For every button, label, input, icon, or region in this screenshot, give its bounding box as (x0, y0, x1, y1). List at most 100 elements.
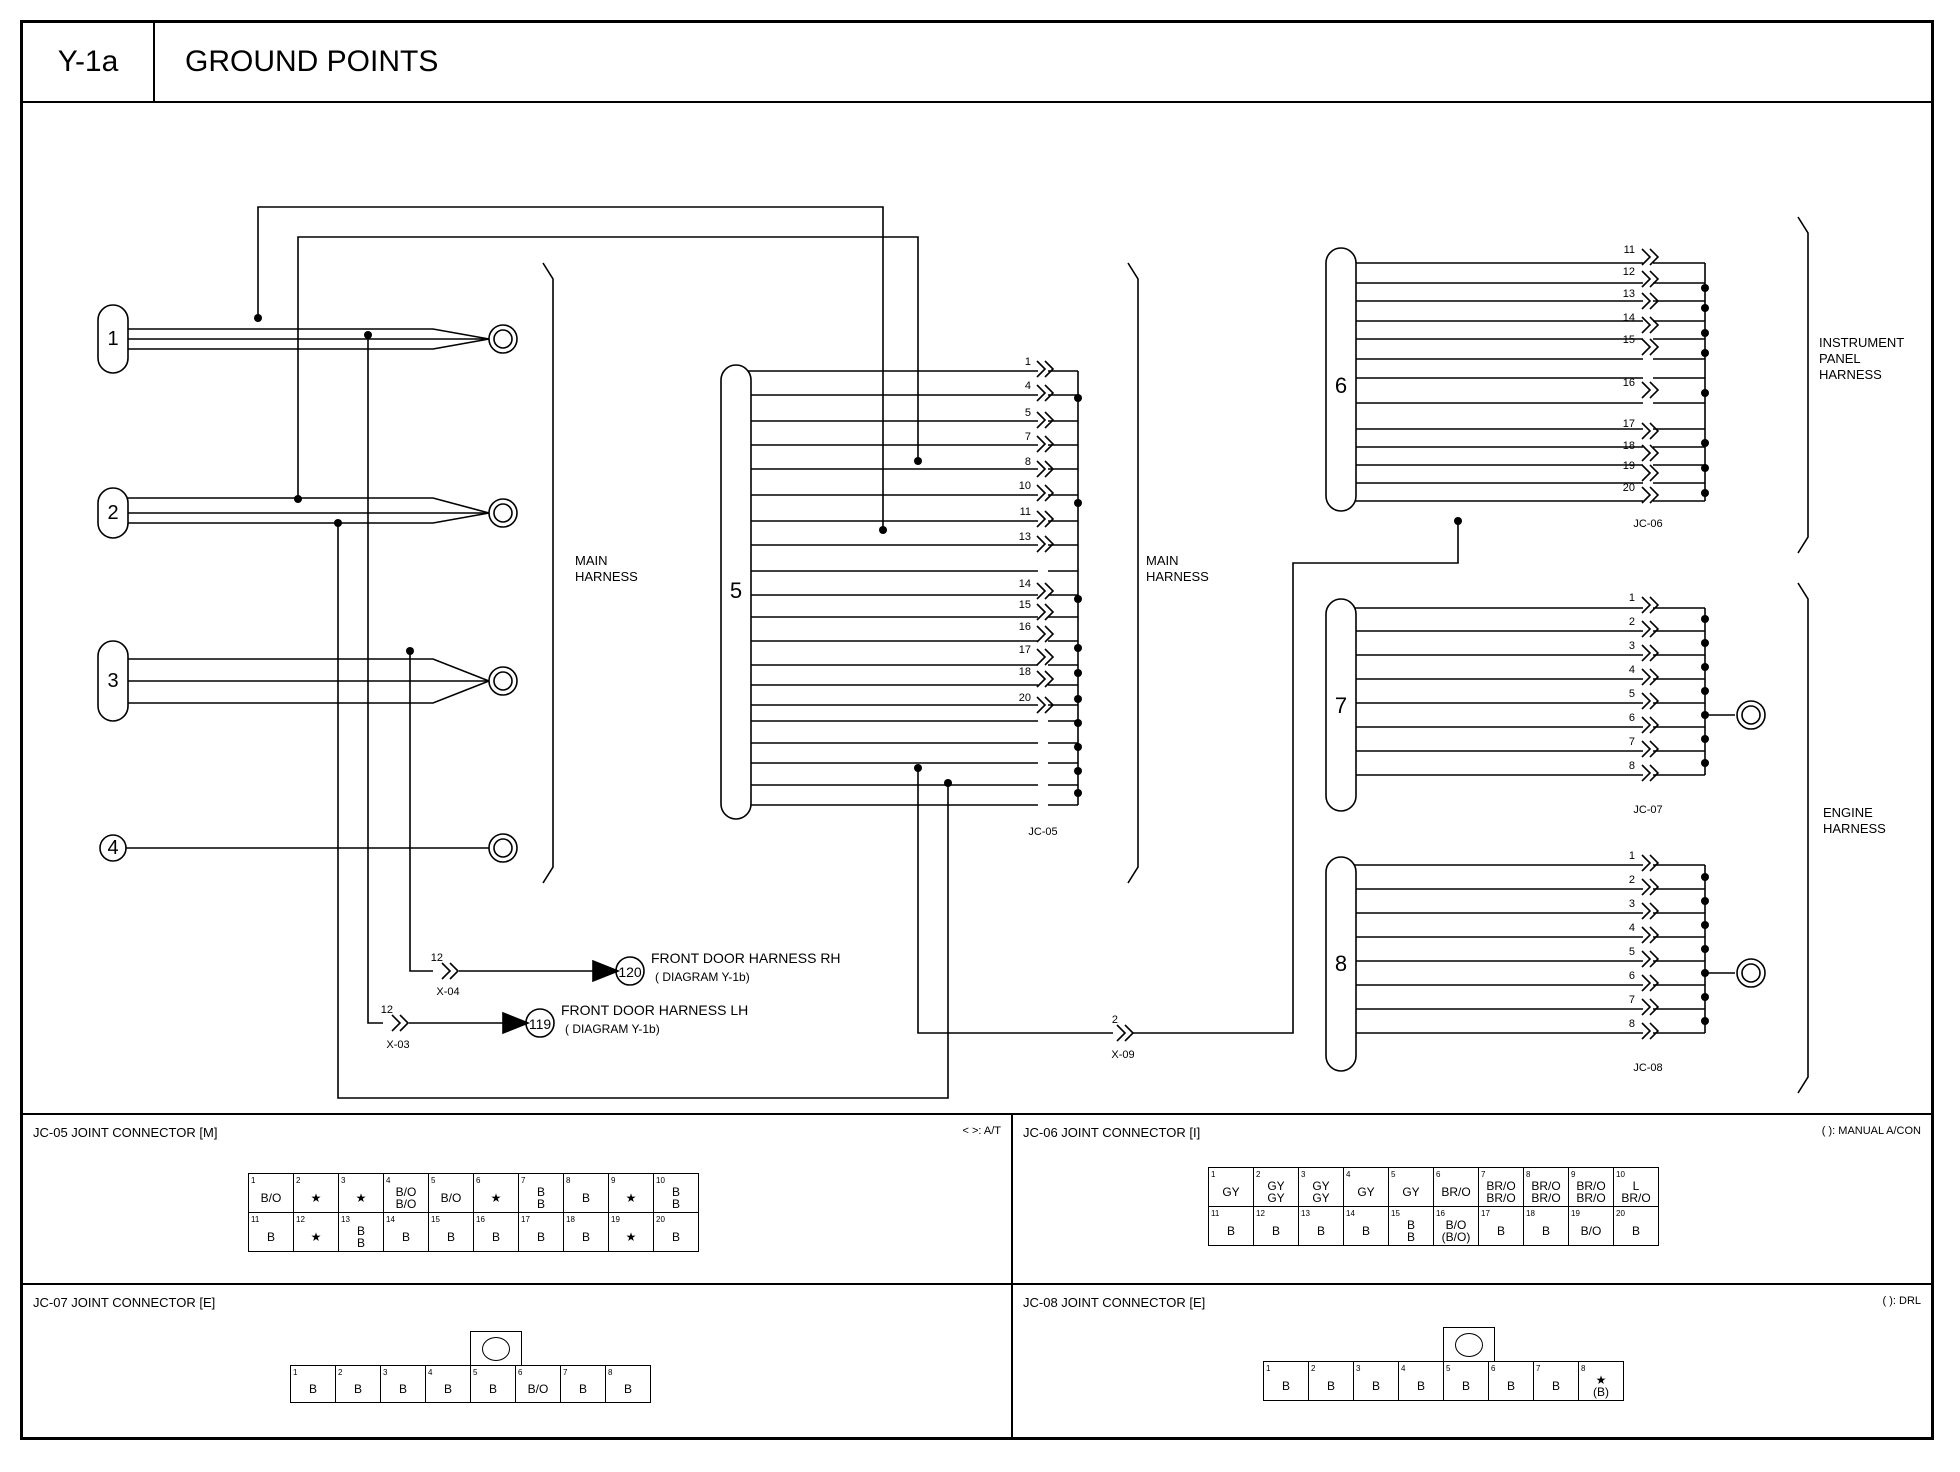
ground-point-icon (493, 329, 513, 349)
splice-dot (1454, 517, 1462, 525)
pin-number: 2 (296, 1176, 301, 1185)
panel-jc06-legend: ( ): MANUAL A/CON (1821, 1125, 1921, 1137)
connector-pin-chevron (441, 962, 460, 980)
pin-number: 18 (1623, 440, 1635, 452)
pin-number: 15 (1019, 599, 1031, 611)
connector-pin-chevron (1036, 582, 1055, 600)
connector-pin-chevron (1641, 422, 1660, 440)
pin-wire-color: B (1416, 1379, 1425, 1393)
reference-circle-icon (525, 1008, 555, 1038)
pin-wire-color: L BR/O (1621, 1179, 1651, 1205)
pin-wire-color: ★ (310, 1191, 322, 1205)
pin-number: 17 (1623, 418, 1635, 430)
destination-sublabel: ( DIAGRAM Y-1b) (565, 1022, 660, 1036)
pin-wire-color: GY (1357, 1185, 1375, 1199)
connector-pin-chevron (1641, 316, 1660, 334)
ground-point-icon (1741, 963, 1761, 983)
pin-number: 13 (1019, 531, 1031, 543)
connector-pin-chevron (1116, 1024, 1135, 1042)
pin-number: 18 (1019, 666, 1031, 678)
connector-pin-chevron (1641, 668, 1660, 686)
pin-number: 6 (518, 1368, 523, 1377)
pin-wire-color: B (1461, 1379, 1470, 1393)
wire (113, 658, 490, 682)
pin-wire-color: GY (1222, 1185, 1240, 1199)
ground-point-icon (488, 833, 518, 863)
connector-pin-chevron (1641, 338, 1660, 356)
pin-wire-color: B B (1406, 1218, 1415, 1244)
ground-point-icon (1736, 700, 1766, 730)
pin-number: 7 (563, 1368, 568, 1377)
splice-dot (1074, 789, 1082, 797)
pin-wire-color: GY GY (1267, 1179, 1285, 1205)
connector-number: 6 (1335, 373, 1347, 398)
connector-pin-chevron (1641, 878, 1660, 896)
pin-number: 3 (383, 1368, 388, 1377)
pin-number: 20 (1623, 482, 1635, 494)
pin-wire-color: B B (536, 1185, 545, 1211)
pin-wire-color: B (1551, 1379, 1560, 1393)
ground-point-icon (493, 503, 513, 523)
pin-cell: 3 GY GY (1298, 1167, 1344, 1207)
pin-number: 7 (1025, 431, 1031, 443)
panel-jc06: JC-06 JOINT CONNECTOR [I] ( ): MANUAL A/… (1013, 1113, 1931, 1283)
pin-number: 5 (431, 1176, 436, 1185)
pin-number: 2 (1629, 874, 1635, 886)
pin-number: 1 (1211, 1170, 1216, 1179)
pin-wire-color: B/O (440, 1191, 462, 1205)
diagram-reference: 119 (529, 1016, 552, 1032)
pin-number: 19 (1571, 1209, 1580, 1218)
connector-id: JC-07 (1633, 804, 1662, 816)
ground-node-2 (97, 487, 129, 539)
connector-pin-chevron (1036, 460, 1055, 478)
connector-pin-chevron (1036, 411, 1055, 429)
pin-number: 1 (1629, 592, 1635, 604)
page-title: GROUND POINTS (155, 23, 1931, 103)
pin-number: 8 (1629, 760, 1635, 772)
splice-dot (1701, 304, 1709, 312)
pin-wire-color: B/O (260, 1191, 282, 1205)
pin-number: 11 (1211, 1209, 1220, 1218)
splice-dot (1701, 759, 1709, 767)
connector-8 (1325, 856, 1357, 1072)
splice-dot (1701, 663, 1709, 671)
connector-pin-chevron (1036, 484, 1055, 502)
connector-id: JC-06 (1633, 518, 1662, 530)
splice-dot (1701, 897, 1709, 905)
connector-pin-chevron (1036, 603, 1055, 621)
ground-node-number: 3 (107, 670, 118, 692)
pin-wire-color: ★ (625, 1191, 637, 1205)
pin-wire-color: B (446, 1230, 455, 1244)
destination-sublabel: ( DIAGRAM Y-1b) (655, 970, 750, 984)
connector-pin-chevron (1036, 648, 1055, 666)
wire (297, 236, 919, 499)
pin-number: 9 (1571, 1170, 1576, 1179)
wire (257, 206, 884, 530)
pin-wire-color: BR/O BR/O (1576, 1179, 1606, 1205)
pin-number: 3 (1301, 1170, 1306, 1179)
pin-wire-color: GY GY (1312, 1179, 1330, 1205)
splice-dot (1701, 284, 1709, 292)
ground-node-3 (97, 640, 129, 722)
splice-dot (1074, 595, 1082, 603)
pin-number: 8 (1581, 1364, 1586, 1373)
pin-number: 14 (386, 1215, 395, 1224)
pin-number: 6 (1436, 1170, 1441, 1179)
